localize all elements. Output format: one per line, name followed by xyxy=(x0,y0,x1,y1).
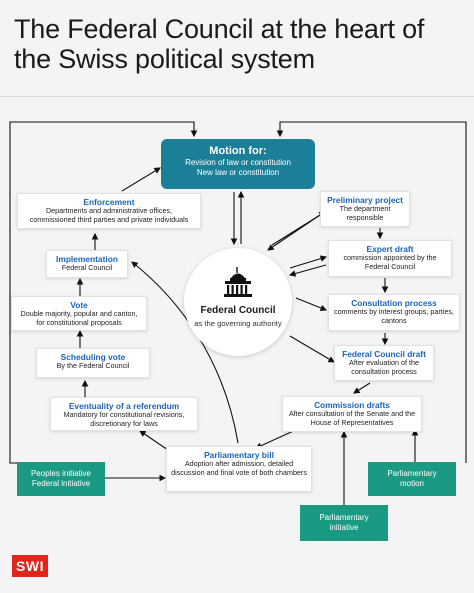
parliamentary-initiative-line-1: Parliamentary xyxy=(319,513,369,522)
parliament-building-icon xyxy=(224,267,252,297)
step-text: Mandatory for constitutional revisions, … xyxy=(63,410,185,428)
step-heading: Commission drafts xyxy=(314,400,390,410)
step-heading: Enforcement xyxy=(83,197,135,207)
step-vote: Vote Double majority, popular and canton… xyxy=(11,296,147,331)
step-heading: Vote xyxy=(70,300,88,310)
federal-council-node: Federal Council as the governing authori… xyxy=(184,248,292,356)
step-text: commission appointed by the Federal Coun… xyxy=(343,253,437,271)
swi-logo: SWI xyxy=(12,555,48,577)
step-text: Double majority, popular and canton, for… xyxy=(20,309,138,327)
step-heading: Federal Council draft xyxy=(342,349,426,359)
step-text: comments by interest groups, parties, ca… xyxy=(334,307,454,325)
center-heading: Federal Council xyxy=(200,305,276,316)
step-heading: Preliminary project xyxy=(327,195,403,205)
motion-heading: Motion for: xyxy=(209,145,267,157)
step-scheduling-vote: Scheduling vote By the Federal Council xyxy=(36,348,150,378)
parliamentary-motion-line-2: motion xyxy=(399,479,424,488)
step-heading: Consultation process xyxy=(351,298,437,308)
step-heading: Parliamentary bill xyxy=(204,450,274,460)
motion-line-1: Revision of law or constitution xyxy=(185,158,291,167)
step-text: Federal Council xyxy=(61,263,113,272)
step-commission-drafts: Commission drafts After consultation of … xyxy=(282,396,422,432)
motion-line-2: New law or constitution xyxy=(196,168,280,177)
step-heading: Expert draft xyxy=(366,244,414,254)
step-expert-draft: Expert draft commission appointed by the… xyxy=(328,240,452,277)
parliamentary-initiative-box: Parliamentary initiative xyxy=(300,505,388,541)
parliamentary-motion-box: Parliamentary motion xyxy=(368,462,456,496)
step-parliamentary-bill: Parliamentary bill Adoption after admiss… xyxy=(166,446,312,492)
parliamentary-motion-line-1: Parliamentary xyxy=(387,469,437,478)
center-subtitle: as the governing authority xyxy=(194,319,282,328)
peoples-initiative-line-2: Federal initiative xyxy=(31,479,91,488)
step-preliminary-project: Preliminary project The department respo… xyxy=(320,191,410,227)
step-heading: Scheduling vote xyxy=(60,352,126,362)
step-text: After consultation of the Senate and the… xyxy=(288,409,416,427)
step-referendum: Eventuality of a referendum Mandatory fo… xyxy=(50,397,198,431)
step-heading: Eventuality of a referendum xyxy=(68,401,180,411)
page-title: The Federal Council at the heart of the … xyxy=(14,14,425,74)
step-federal-council-draft: Federal Council draft After evaluation o… xyxy=(334,345,434,381)
step-implementation: Implementation Federal Council xyxy=(46,250,128,278)
step-text: By the Federal Council xyxy=(56,361,130,370)
parliamentary-initiative-line-2: initiative xyxy=(329,523,359,532)
step-consultation-process: Consultation process comments by interes… xyxy=(328,294,460,331)
step-text: Departments and administrative offices, … xyxy=(29,206,189,224)
step-enforcement: Enforcement Departments and administrati… xyxy=(17,193,201,229)
step-heading: Implementation xyxy=(56,254,118,264)
step-text: The department responsible xyxy=(339,204,391,222)
title-divider xyxy=(0,96,474,97)
step-text: After evaluation of the consultation pro… xyxy=(349,358,419,376)
peoples-initiative-line-1: Peoples initiative xyxy=(30,469,92,478)
step-text: Adoption after admission, detailed discu… xyxy=(171,459,307,477)
motion-box: Motion for: Revision of law or constitut… xyxy=(161,139,315,189)
peoples-initiative-box: Peoples initiative Federal initiative xyxy=(17,462,105,496)
